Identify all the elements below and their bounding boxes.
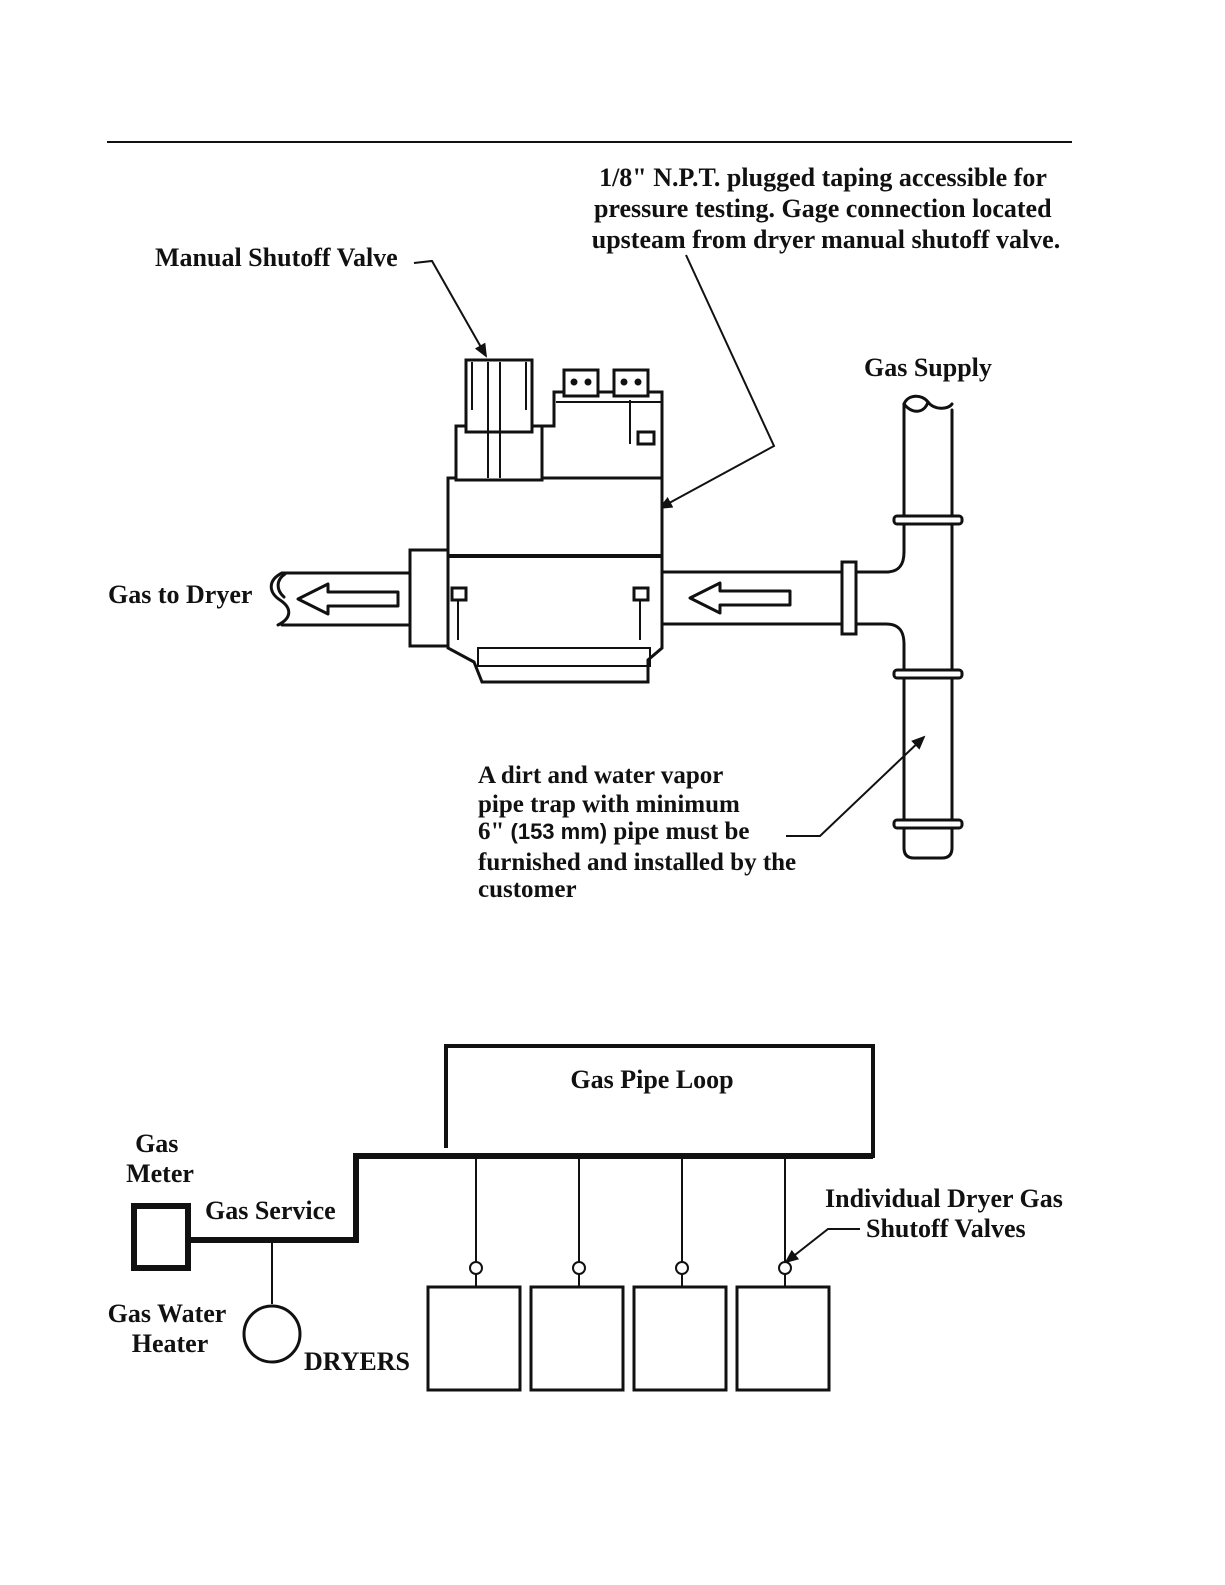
gas-meter-label-1: Gas xyxy=(135,1129,178,1158)
dryer-unit xyxy=(529,1285,625,1392)
gas-supply-label: Gas Supply xyxy=(864,353,992,382)
npt-note: 1/8" N.P.T. plugged taping accessible fo… xyxy=(592,163,1060,254)
gas-meter-label-2: Meter xyxy=(126,1159,194,1188)
trap-note-tail: furnished and installed by the customer xyxy=(478,849,802,903)
trap-note-metric: (153 mm) xyxy=(504,819,607,844)
npt-leader xyxy=(658,254,776,509)
gas-meter-label: Gas Meter xyxy=(126,1129,194,1188)
pipe-loop-label: Gas Pipe Loop xyxy=(570,1065,733,1094)
inlet-pipe xyxy=(660,550,906,646)
trap-note-line-2: pipe trap with minimum xyxy=(478,791,740,818)
valve-diagram: 1/8" N.P.T. plugged taping accessible fo… xyxy=(108,163,1060,903)
dryer-unit xyxy=(735,1285,831,1392)
dryer-unit xyxy=(632,1285,728,1392)
manual-shutoff-label: Manual Shutoff Valve xyxy=(155,243,398,272)
water-heater-label: Gas Water Heater xyxy=(108,1299,233,1358)
dryer-unit xyxy=(426,1285,522,1392)
outlet-fitting xyxy=(408,548,452,648)
trap-note: A dirt and water vapor pipe trap with mi… xyxy=(478,762,740,818)
water-heater-label-1: Gas Water xyxy=(108,1299,226,1328)
manual-shutoff-leader xyxy=(413,259,487,358)
gas-pipe-loop xyxy=(444,1044,875,1158)
dryer-shutoff-valve xyxy=(675,1261,689,1275)
inlet-flow-arrow xyxy=(688,581,792,615)
shutoff-valves-label-2: Shutoff Valves xyxy=(866,1214,1026,1243)
trap-note-line-1: A dirt and water vapor xyxy=(478,762,723,789)
trap-note-line-5: customer xyxy=(478,876,577,903)
shutoff-valves-label: Individual Dryer Gas Shutoff Valves xyxy=(825,1184,1069,1243)
trap-note-suffix: pipe must be xyxy=(607,818,749,845)
outlet-flow-arrow xyxy=(296,582,400,616)
dryer-group xyxy=(426,1156,831,1392)
gas-meter xyxy=(131,1203,191,1271)
gas-water-heater xyxy=(242,1304,302,1364)
dryer-shutoff-valve xyxy=(778,1261,792,1275)
shutoff-valves-label-1: Individual Dryer Gas xyxy=(825,1184,1063,1213)
water-heater-label-2: Heater xyxy=(132,1329,209,1358)
gas-service-label: Gas Service xyxy=(205,1196,336,1225)
dryer-shutoff-valve xyxy=(572,1261,586,1275)
gas-to-dryer-label: Gas to Dryer xyxy=(108,580,252,609)
loop-diagram: Gas Pipe Loop Gas Meter Gas Service Gas … xyxy=(108,1044,1069,1392)
trap-note-inch: 6" xyxy=(478,818,504,845)
shutoff-valves-leader xyxy=(784,1228,860,1264)
dryers-label: DRYERS xyxy=(304,1347,410,1376)
dryer-shutoff-valve xyxy=(469,1261,483,1275)
outlet-pipe xyxy=(269,571,414,627)
npt-note-line-2: pressure testing. Gage connection locate… xyxy=(594,194,1052,223)
trap-note-line-3: 6" (153 mm) pipe must be xyxy=(478,818,750,845)
trap-note-line-4: furnished and installed by the xyxy=(478,849,796,876)
gas-valve xyxy=(446,358,664,684)
npt-note-line-3: upsteam from dryer manual shutoff valve. xyxy=(592,225,1060,254)
npt-note-line-1: 1/8" N.P.T. plugged taping accessible fo… xyxy=(599,163,1046,192)
trap-leader xyxy=(786,735,926,837)
supply-trap-pipe xyxy=(892,394,964,860)
